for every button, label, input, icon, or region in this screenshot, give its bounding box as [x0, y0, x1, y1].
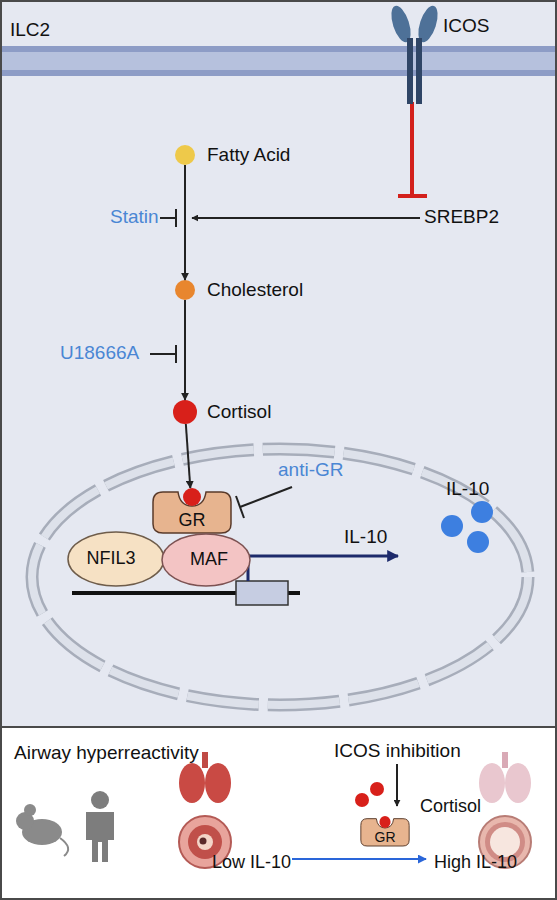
- bound-cortisol: [379, 816, 390, 828]
- protein-blob: MAF: [160, 532, 252, 588]
- inhibitor-label: U18666A: [60, 342, 155, 364]
- receptor: ICOS: [387, 4, 442, 104]
- shape-outline: [175, 280, 195, 300]
- inhibitor-label: anti-GR: [278, 459, 358, 481]
- shape-outline: [175, 145, 195, 165]
- cytokine-label: IL-10: [446, 478, 506, 500]
- receptor-protein: GR: [359, 816, 411, 848]
- node-text: NFIL3: [66, 548, 156, 569]
- receptor-protein: GR: [150, 488, 234, 536]
- metabolite-circle: Cortisol: [173, 400, 197, 424]
- receptor-stem: [407, 38, 413, 104]
- metabolite-dot: [173, 400, 197, 424]
- node-text: Airway hyperreactivity: [14, 742, 244, 764]
- node-text: Cholesterol: [207, 279, 357, 301]
- node-text: Cortisol: [207, 401, 357, 423]
- node-text: Low IL-10: [212, 852, 312, 873]
- flow-arrow: [186, 424, 190, 488]
- metabolite-dot: [175, 145, 195, 165]
- flow-arrow: [184, 165, 186, 280]
- node-text: Cortisol: [420, 796, 520, 817]
- metabolite-circle: Fatty Acid: [175, 145, 195, 165]
- metabolite-circle: Cholesterol: [175, 280, 195, 300]
- node-text: Fatty Acid: [207, 144, 357, 166]
- node-text: ICOS inhibition: [334, 740, 514, 762]
- node-text: MAF: [166, 549, 252, 570]
- cell-panel: ILC2 ICOS Fatty AcidCholesterolCortisolGR N…: [0, 0, 557, 728]
- node-text: ICOS: [443, 15, 513, 37]
- flow-arrow: [184, 300, 186, 400]
- receptor-stem: [416, 38, 422, 104]
- metabolite-dot: [175, 280, 195, 300]
- node-text: GR: [359, 829, 411, 845]
- bound-cortisol: [183, 488, 201, 506]
- inhibitor-label: Statin: [110, 206, 170, 228]
- protein-label: SREBP2: [424, 206, 514, 228]
- protein-blob: NFIL3: [66, 530, 166, 588]
- node-text: High IL-10: [434, 852, 554, 873]
- summary-panel: Airway hyperreactivity ICOS inhibitionCor…: [0, 726, 557, 900]
- shape-outline: [173, 400, 197, 424]
- shape-outline: [387, 4, 442, 104]
- gene-label: IL-10: [344, 526, 404, 548]
- node-text: GR: [150, 510, 234, 531]
- node-text: ILC2: [10, 19, 90, 41]
